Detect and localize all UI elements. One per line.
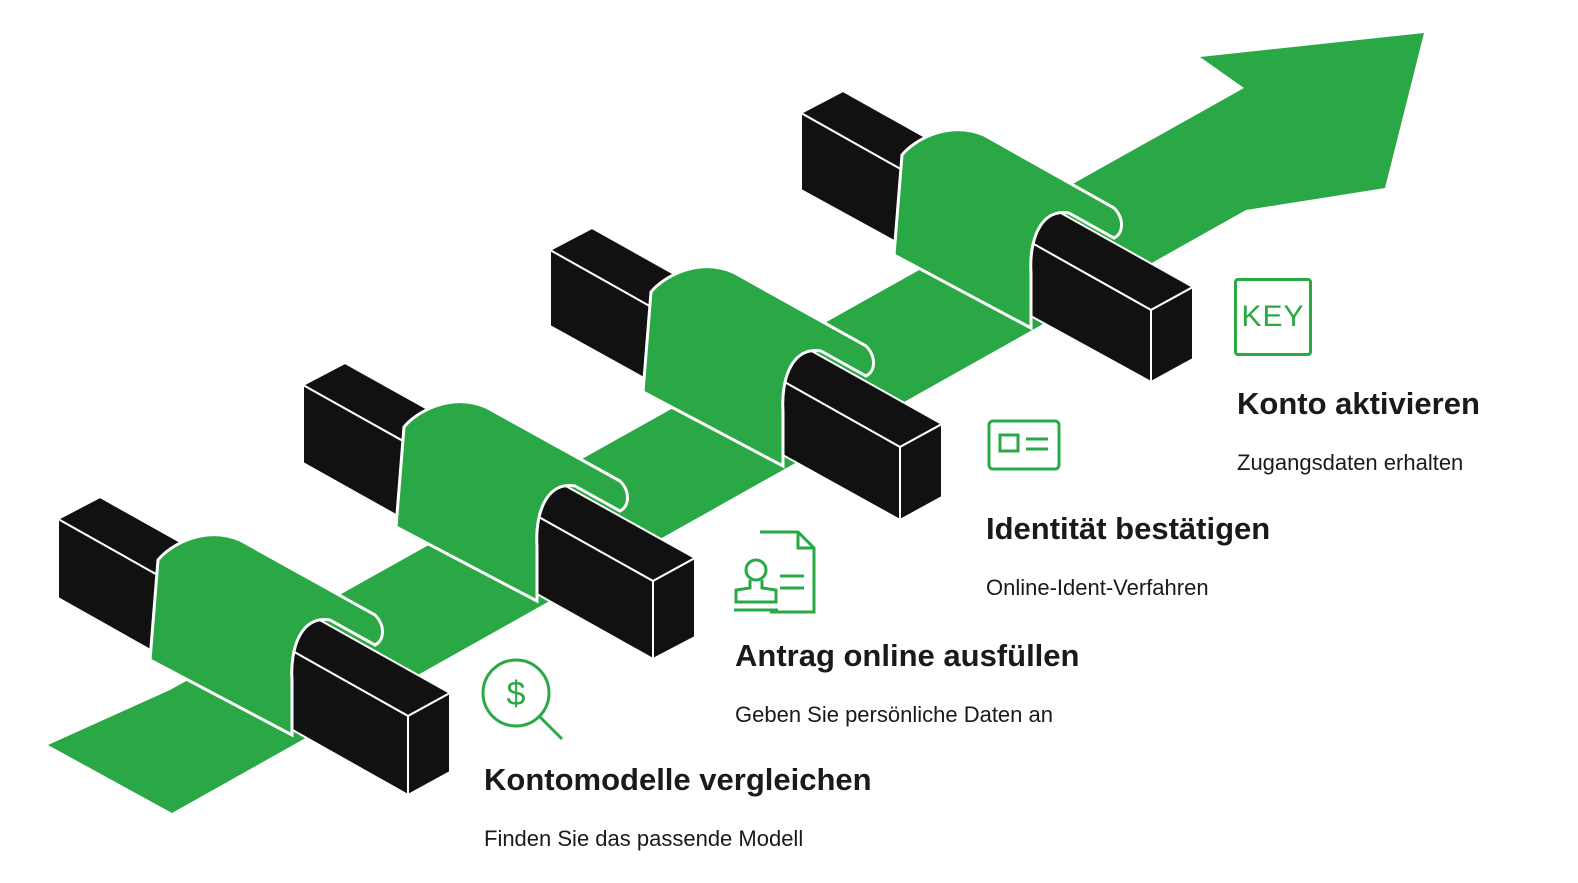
barrier-block-3 [547,226,945,522]
step-1-description: Finden Sie das passende Modell [484,826,804,851]
id-card-icon [987,419,1061,471]
barrier-block-1 [55,495,453,797]
barrier-block-2 [300,361,698,661]
step-3-title: Identität bestätigen [986,511,1271,546]
key-icon-label: KEY [1241,300,1305,333]
barrier-blocks [55,89,1196,797]
stamp-document-icon [734,530,816,614]
key-icon: KEY [1234,278,1312,356]
step-4-description: Zugangsdaten erhalten [1237,450,1464,475]
svg-text:$: $ [507,675,526,713]
barrier-block-4 [798,89,1196,384]
dollar-search-icon: $ [481,658,564,741]
step-1-title: Kontomodelle vergleichen [484,762,872,797]
step-2-title: Antrag online ausfüllen [735,638,1080,673]
step-2-description: Geben Sie persönliche Daten an [735,702,1053,727]
step-4-title: Konto aktivieren [1237,386,1480,421]
step-3-description: Online-Ident-Verfahren [986,575,1209,600]
